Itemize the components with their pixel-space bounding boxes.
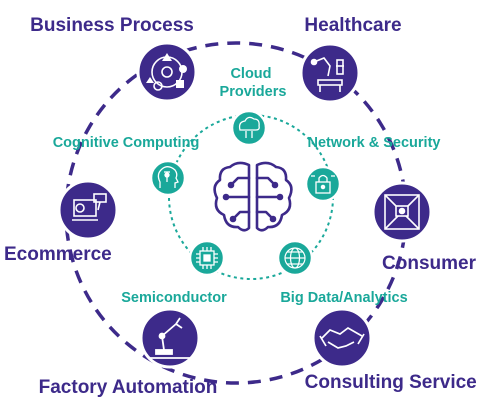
workflow-cycle-icon bbox=[146, 53, 187, 91]
node-big-data bbox=[276, 239, 314, 277]
label-consumer: Consumer bbox=[382, 253, 477, 274]
node-cognitive-computing bbox=[149, 159, 187, 197]
node-cloud-providers bbox=[230, 109, 268, 147]
robotic-surgery-icon bbox=[310, 57, 344, 92]
data-globe-icon bbox=[284, 247, 306, 269]
node-consulting-services bbox=[311, 307, 373, 369]
node-business-process bbox=[136, 41, 198, 103]
padlock-circuit-icon bbox=[311, 174, 335, 194]
node-factory-automation bbox=[139, 307, 201, 369]
label-cognitive-computing: Cognitive Computing bbox=[53, 135, 200, 151]
label-factory-automation: Factory Automation bbox=[39, 377, 218, 397]
cctv-room-icon bbox=[384, 194, 420, 230]
label-cloud-providers: Cloud Providers bbox=[220, 66, 287, 100]
label-business-process: Business Process bbox=[30, 15, 194, 36]
label-healthcare: Healthcare bbox=[304, 15, 401, 36]
robot-arm-icon bbox=[150, 317, 190, 359]
node-ecommerce bbox=[57, 179, 119, 241]
handshake-icon bbox=[319, 326, 365, 349]
label-consulting-services: Consulting Services bbox=[305, 372, 477, 393]
brain-circuit-icon bbox=[213, 161, 293, 232]
online-shopping-icon bbox=[72, 193, 107, 221]
label-semiconductor: Semiconductor bbox=[121, 290, 227, 306]
label-network-security: Network & Security bbox=[308, 135, 441, 151]
label-ecommerce: Ecommerce bbox=[4, 244, 112, 265]
node-semiconductor bbox=[188, 239, 226, 277]
node-network-security bbox=[304, 165, 342, 203]
node-healthcare bbox=[299, 42, 361, 104]
ai-head-icon bbox=[157, 166, 179, 188]
chip-icon bbox=[196, 247, 218, 269]
label-big-data: Big Data/Analytics bbox=[280, 290, 407, 306]
cloud-circuit-icon bbox=[238, 116, 260, 138]
node-consumer bbox=[371, 181, 433, 243]
